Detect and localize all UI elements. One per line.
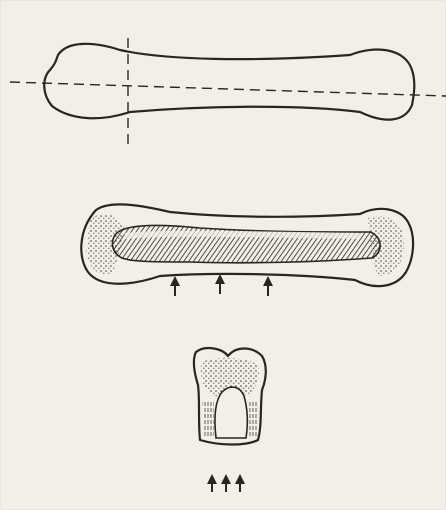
pressure-arrows: [170, 274, 273, 296]
short-bone-section-panel: [194, 348, 266, 492]
longitudinal-axis-dashed: [10, 82, 446, 96]
arrow-up-icon: [221, 474, 231, 492]
arrow-up-icon: [207, 474, 217, 492]
cancellous-bone-shading: [248, 400, 258, 436]
arrow-up-icon: [215, 274, 225, 294]
arrow-up-icon: [263, 276, 273, 296]
bone-outline: [44, 44, 414, 120]
cancellous-bone-shading: [202, 400, 214, 436]
pressure-arrows: [207, 474, 245, 492]
long-bone-section-panel: [81, 204, 413, 296]
long-bone-axes-panel: [10, 38, 446, 145]
cavity: [215, 387, 247, 438]
medullary-cavity: [112, 225, 380, 262]
arrow-up-icon: [235, 474, 245, 492]
arrow-up-icon: [170, 276, 180, 296]
